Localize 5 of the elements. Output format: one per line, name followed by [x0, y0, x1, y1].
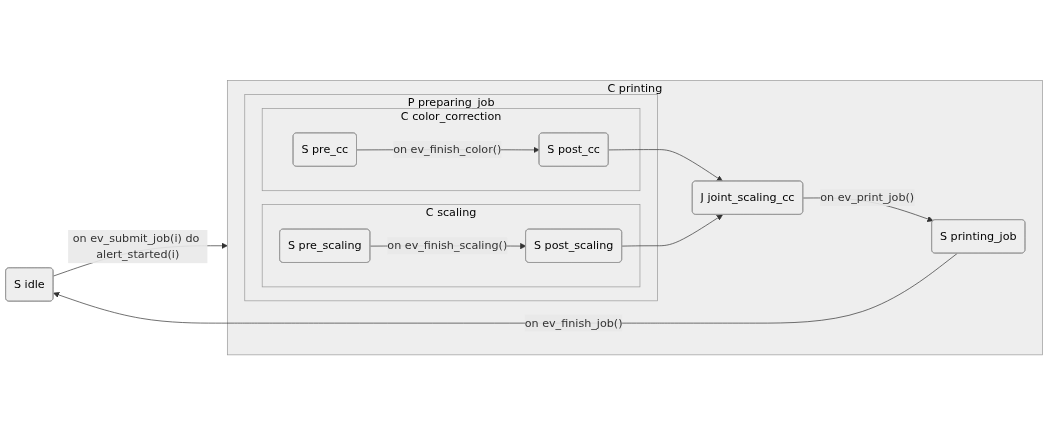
edge-label: on ev_finish_scaling() — [387, 239, 508, 253]
edge-label: on ev_finish_job() — [524, 316, 623, 330]
edge-label: on ev_submit_job(i) do alert_started(i) — [72, 231, 200, 262]
edge-label: on ev_print_job() — [820, 190, 915, 205]
edge-label: on ev_finish_color() — [393, 142, 502, 157]
